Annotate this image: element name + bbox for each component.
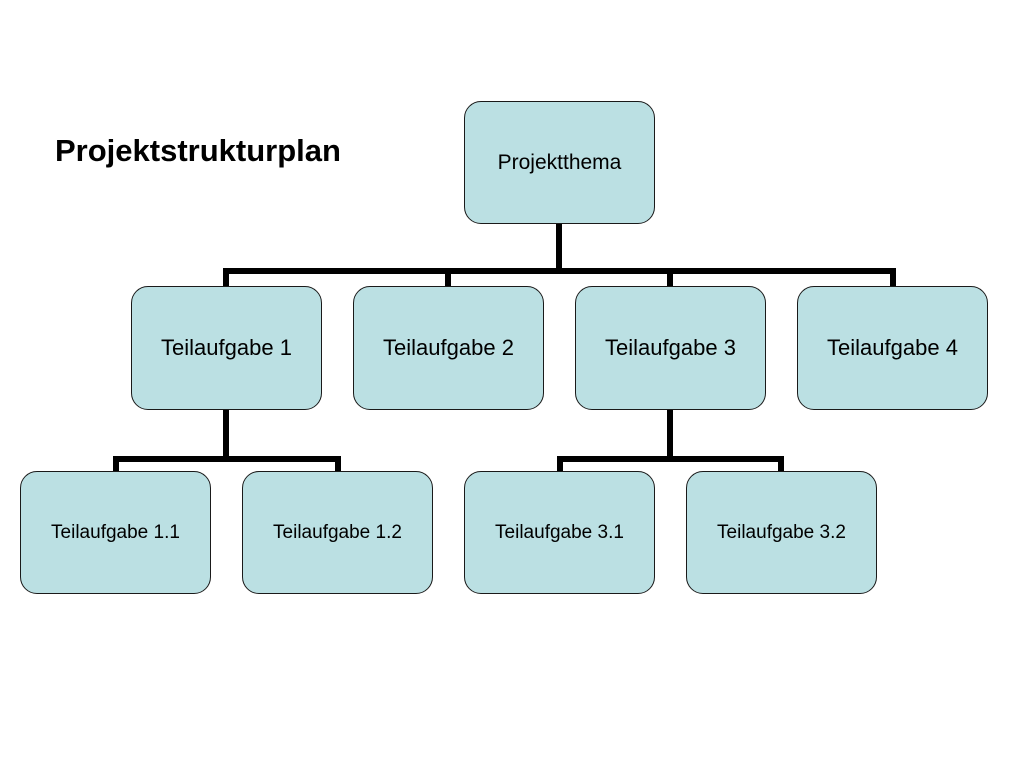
node-teilaufgabe-3-1: Teilaufgabe 3.1 bbox=[464, 471, 655, 594]
node-label: Projektthema bbox=[497, 150, 622, 174]
node-teilaufgabe-4: Teilaufgabe 4 bbox=[797, 286, 988, 410]
connector-t3-children bbox=[557, 407, 784, 474]
node-label: Teilaufgabe 4 bbox=[827, 335, 958, 360]
node-teilaufgabe-3: Teilaufgabe 3 bbox=[575, 286, 766, 410]
node-projektthema: Projektthema bbox=[464, 101, 655, 224]
node-label: Teilaufgabe 1 bbox=[161, 335, 292, 360]
node-label: Teilaufgabe 3 bbox=[605, 335, 736, 360]
node-label: Teilaufgabe 1.2 bbox=[273, 521, 402, 543]
node-label: Teilaufgabe 1.1 bbox=[51, 521, 180, 543]
node-teilaufgabe-1: Teilaufgabe 1 bbox=[131, 286, 322, 410]
node-teilaufgabe-1-1: Teilaufgabe 1.1 bbox=[20, 471, 211, 594]
node-label: Teilaufgabe 2 bbox=[383, 335, 514, 360]
page-title: Projektstrukturplan bbox=[55, 133, 341, 168]
connector-root-level1 bbox=[223, 221, 896, 289]
node-teilaufgabe-1-2: Teilaufgabe 1.2 bbox=[242, 471, 433, 594]
node-label: Teilaufgabe 3.1 bbox=[495, 521, 624, 543]
connector-t1-children bbox=[113, 407, 341, 474]
node-label: Teilaufgabe 3.2 bbox=[717, 521, 846, 543]
node-teilaufgabe-2: Teilaufgabe 2 bbox=[353, 286, 544, 410]
node-teilaufgabe-3-2: Teilaufgabe 3.2 bbox=[686, 471, 877, 594]
